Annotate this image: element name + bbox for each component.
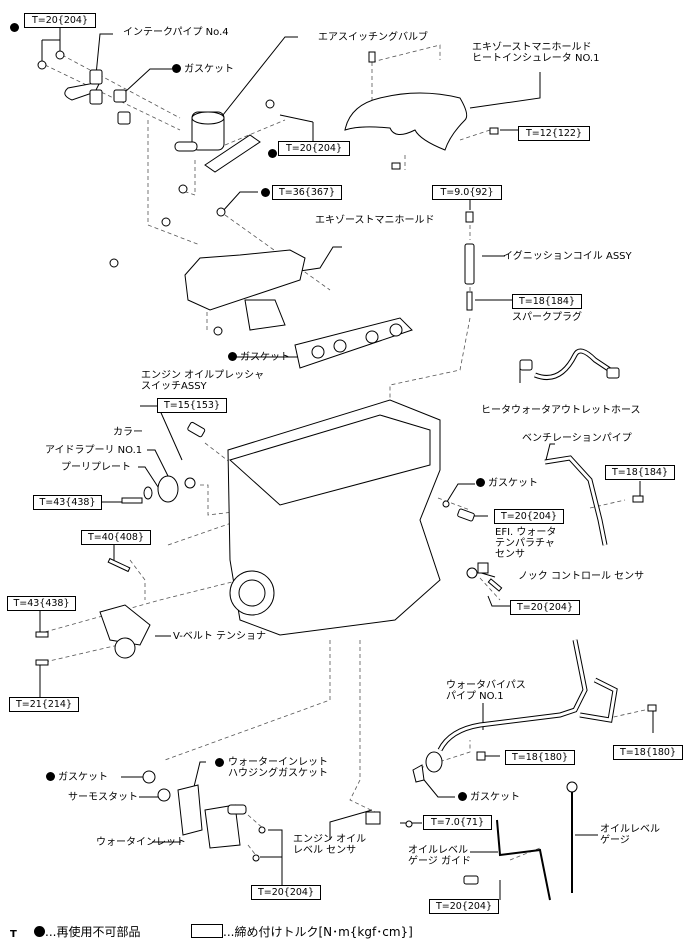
label-gasket-efi: ガスケット [476,478,538,489]
label-heater-hose: ヒータウォータアウトレットホース [481,405,641,416]
label-ventilation-pipe: ベンチレーションパイプ [522,433,632,444]
legend-non-reusable-text: ...再使用不可部品 [45,925,141,939]
torque-tensioner-left: T=43{438} [7,596,76,611]
label-spark-plug: スパークプラグ [512,312,582,323]
non-reusable-marker [261,188,270,197]
non-reusable-marker [10,23,19,32]
label-gasket-intake: ガスケット [172,64,234,75]
torque-gauge-guide: T=20{204} [429,899,499,914]
non-reusable-icon [228,352,237,361]
water-inlet-gasket-text: ウォーターインレット ハウジングガスケット [228,757,328,779]
label-exhaust-manifold: エキゾーストマニホールド [315,215,435,226]
non-reusable-marker [268,149,277,158]
non-reusable-icon [458,792,467,801]
torque-spark-plug: T=18{184} [512,294,582,309]
label-efi-sensor: EFI. ウォータ テンパラチャ センサ [495,527,557,560]
label-intake-pipe-no4: インテークパイプ No.4 [123,27,229,38]
torque-bypass-pipe-nut: T=18{180} [505,750,575,765]
label-thermostat: サーモスタット [68,792,138,803]
torque-box-icon [191,924,223,938]
legend-torque-text: ...締め付けトルク[N･m{kgf･cm}] [223,925,413,939]
legend-corner-mark: T [10,929,17,940]
label-water-inlet: ウォータインレット [96,837,186,848]
non-reusable-icon [46,772,55,781]
torque-ignition-coil: T=9.0{92} [432,185,502,200]
label-idler-pulley: アイドラプーリ NO.1 [45,445,143,456]
label-water-inlet-gasket: ウォーターインレット ハウジングガスケット [215,757,328,779]
torque-oil-level-sensor: T=7.0{71} [423,815,492,830]
label-gasket-thermo: ガスケット [46,772,108,783]
gasket-efi-text: ガスケット [488,478,538,489]
torque-exhaust-manifold: T=36{367} [272,185,342,200]
label-collar: カラー [113,427,143,438]
torque-heat-insulator: T=12{122} [518,126,590,141]
gasket-bypass-text: ガスケット [470,792,520,803]
gasket-thermo-text: ガスケット [58,772,108,783]
gasket-exhaust-text: ガスケット [240,352,290,363]
label-heat-insulator: エキゾーストマニホールド ヒートインシュレータ NO.1 [472,42,600,64]
label-air-switching-valve: エアスイッチングバルブ [318,32,428,43]
label-oil-pressure-switch: エンジン オイルプレッシャ スイッチASSY [141,370,265,392]
non-reusable-icon [172,64,181,73]
torque-tensioner-bottom: T=21{214} [9,697,79,712]
torque-intake-nut: T=20{204} [24,13,96,28]
torque-idler-pulley: T=43{438} [33,495,102,510]
label-pulley-plate: プーリプレート [61,462,131,473]
torque-tensioner-top: T=40{408} [81,530,151,545]
label-v-belt-tensioner: V-ベルト テンショナ [173,631,267,642]
torque-oil-pressure-switch: T=15{153} [157,398,227,413]
label-water-bypass-pipe: ウォータバイパス パイプ NO.1 [446,680,526,702]
legend-non-reusable: ...再使用不可部品 [34,923,140,940]
legend-torque: ...締め付けトルク[N･m{kgf･cm}] [191,923,413,940]
non-reusable-icon [34,926,45,937]
label-knock-sensor: ノック コントロール センサ [518,571,645,582]
torque-bypass-pipe-right: T=18{180} [613,745,683,760]
label-gasket-exhaust: ガスケット [228,352,290,363]
torque-ventilation-pipe: T=18{184} [605,465,675,480]
torque-water-inlet: T=20{204} [251,885,321,900]
gasket-intake-text: ガスケット [184,64,234,75]
label-oil-level-sensor: エンジン オイル レベル センサ [293,834,367,856]
label-oil-gauge: オイルレベル ゲージ [600,824,660,846]
label-oil-gauge-guide: オイルレベル ゲージ ガイド [408,845,471,867]
torque-knock-sensor: T=20{204} [510,600,580,615]
label-ignition-coil: イグニッションコイル ASSY [503,251,632,262]
non-reusable-icon [215,758,224,767]
torque-air-switching-valve: T=20{204} [278,141,350,156]
non-reusable-icon [476,478,485,487]
torque-efi-sensor: T=20{204} [494,509,564,524]
label-gasket-bypass: ガスケット [458,792,520,803]
